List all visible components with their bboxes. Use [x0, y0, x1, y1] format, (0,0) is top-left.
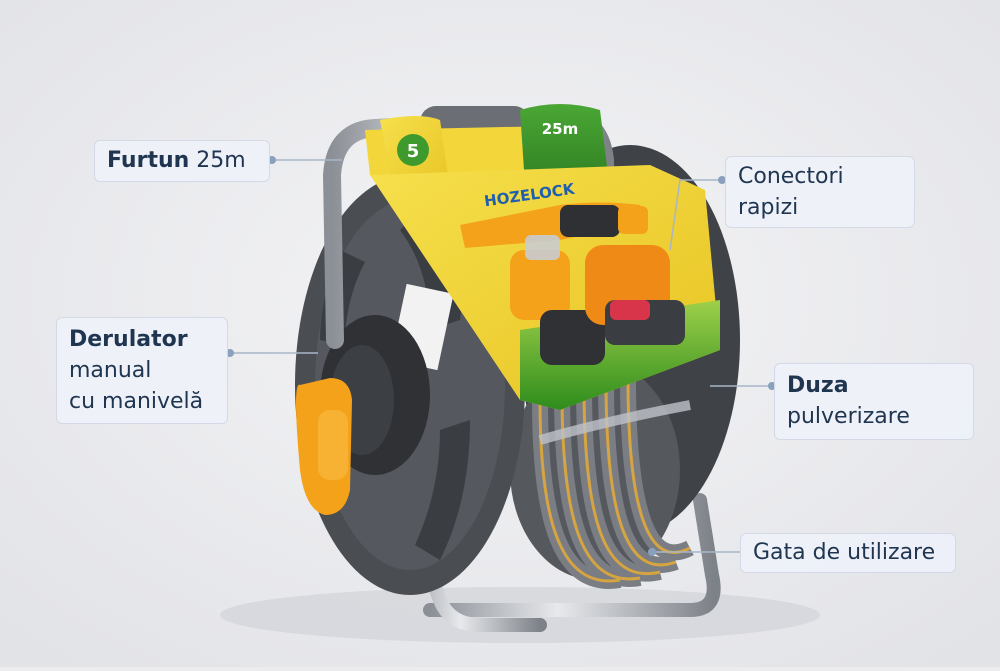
stand-callout: Gata de utilizare — [740, 533, 956, 573]
nozzle-callout-dot — [768, 382, 776, 390]
stand-callout-text: Gata de utilizare — [753, 540, 936, 565]
connectors-callout-line1: Conectori — [738, 164, 844, 189]
connectors-callout-line2: rapizi — [738, 195, 799, 220]
spray-nozzle — [460, 202, 648, 248]
crank-handle — [296, 315, 430, 515]
nozzle-callout-line2: pulverizare — [787, 404, 910, 429]
stand-callout-dot — [648, 548, 656, 556]
reel-callout-line3: cu manivelă — [69, 389, 204, 414]
connectors-callout-dot — [718, 176, 726, 184]
warranty-badge: 5 — [407, 141, 420, 162]
hose-callout-length: 25m — [196, 148, 246, 173]
reel-callout: Derulator manual cu manivelă — [56, 317, 228, 424]
connectors-callout: Conectori rapizi — [725, 156, 915, 228]
reel-callout-line2: manual — [69, 358, 152, 383]
hose-callout-dot — [268, 156, 276, 164]
reel-callout-bold: Derulator — [69, 327, 188, 352]
length-badge: 25m — [542, 120, 579, 138]
hose-coils — [510, 360, 694, 589]
quick-connectors — [510, 235, 685, 365]
hose-callout-bold: Furtun — [107, 148, 190, 173]
leader-lines — [228, 159, 774, 553]
nozzle-callout: Duza pulverizare — [774, 363, 974, 440]
reel-callout-dot — [226, 349, 234, 357]
nozzle-callout-bold: Duza — [787, 373, 849, 398]
hose-callout: Furtun 25m — [94, 140, 270, 182]
